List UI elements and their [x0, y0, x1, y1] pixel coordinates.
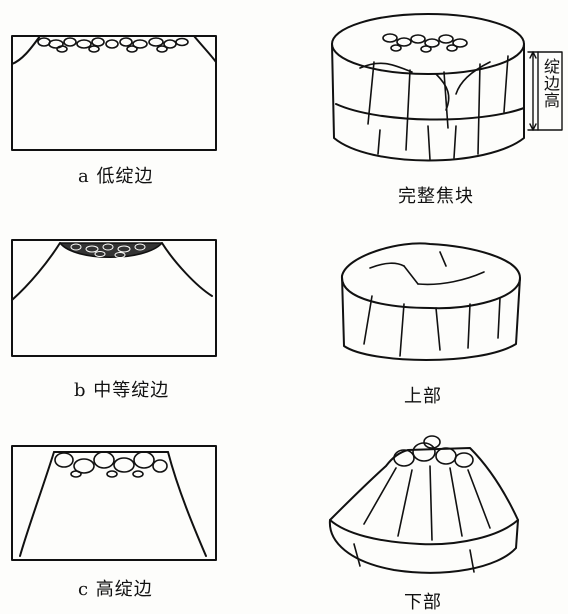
high-edge-left-slope [19, 451, 55, 557]
caption-low-edge: a 低绽边 [78, 166, 154, 187]
whole-coke-top [331, 13, 525, 75]
whole-coke-cracks [359, 55, 509, 161]
upper-part-body [341, 275, 521, 361]
upper-part-top [340, 242, 521, 310]
low-edge-outline [11, 35, 217, 151]
high-edge-sample [11, 445, 217, 561]
caption-high-edge: c 高绽边 [78, 579, 153, 600]
edge-height-dimension [527, 51, 563, 131]
high-edge-outline [11, 445, 217, 561]
edge-height-label: 绽边高 [541, 58, 560, 109]
caption-whole-coke: 完整焦块 [398, 186, 474, 207]
medium-edge-right-slope [161, 242, 213, 297]
upper-part-block [340, 242, 521, 361]
upper-part-cracks [363, 251, 501, 357]
medium-edge-outline [11, 239, 217, 357]
lower-part-base [328, 519, 519, 574]
low-edge-left-slope [11, 35, 41, 65]
whole-coke-edge-lumps [382, 33, 468, 53]
high-edge-right-slope [167, 451, 207, 557]
whole-coke-body [331, 43, 525, 162]
lower-part-lumps [393, 435, 474, 468]
low-edge-right-slope [193, 35, 217, 63]
lower-part-mound [329, 447, 519, 546]
medium-edge-sample [11, 239, 217, 357]
caption-lower-part: 下部 [404, 592, 442, 613]
medium-edge-lump-texture [70, 243, 146, 258]
lower-part-cracks [353, 465, 491, 573]
caption-medium-edge: b 中等绽边 [74, 380, 170, 401]
medium-edge-left-slope [11, 242, 61, 301]
caption-upper-part: 上部 [404, 386, 442, 407]
whole-coke-block [331, 13, 563, 162]
low-edge-sample [11, 35, 217, 151]
high-edge-lumps [54, 451, 168, 478]
low-edge-lumps [37, 37, 189, 53]
lower-part-block [328, 435, 519, 574]
whole-coke-band [335, 103, 525, 121]
